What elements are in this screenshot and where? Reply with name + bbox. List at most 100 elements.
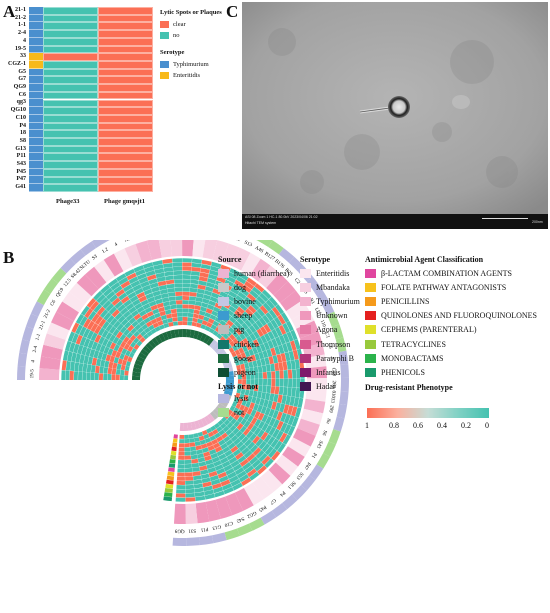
heatmap-cell (230, 302, 239, 310)
heatmap-cell (260, 335, 268, 344)
heatmap-cell (124, 365, 130, 371)
source-label: dog (234, 282, 246, 292)
heatmap-cell (233, 355, 239, 362)
heatmap-cell (133, 330, 140, 338)
heatmap-cell (114, 300, 124, 309)
heatmap-cell (252, 435, 261, 445)
heatmap-cell (167, 287, 175, 293)
heatmap-cell (271, 306, 281, 317)
serotype-legend-item: Typhimurium (300, 294, 360, 308)
heatmap-cell (268, 426, 277, 436)
heatmap-cell (267, 378, 272, 386)
heatmap-cell (270, 386, 276, 394)
serotype-ring-segment (94, 259, 115, 283)
ring-strain-label: LD1 (313, 307, 322, 318)
antimicrobial-class-cell (170, 450, 177, 456)
heatmap-cell (256, 328, 264, 337)
heatmap-cell (148, 278, 158, 285)
lysis-ring-segment (60, 258, 76, 274)
heatmap-cell (94, 334, 102, 343)
heatmap-cell (182, 312, 188, 317)
heatmap-cell (219, 319, 227, 327)
heatmap-cell (116, 338, 123, 346)
heatmap-cell (96, 293, 106, 304)
heatmap-cell (249, 341, 256, 349)
source-ring-segment (225, 379, 235, 384)
heatmap-cell (295, 387, 301, 398)
serotype-ring-segment (158, 240, 172, 258)
colorbar-tick: 0 (485, 421, 489, 430)
heatmap-cell (124, 321, 132, 329)
source-legend-item: pig (218, 323, 300, 337)
source-ring-segment (190, 421, 197, 431)
lysis-ring-segment (306, 276, 321, 293)
heatmap-cell (250, 425, 258, 433)
heatmap-cell (272, 355, 279, 364)
row-label: G7 (18, 76, 26, 83)
heatmap-cell (275, 336, 282, 346)
serotype-ring-segment (103, 253, 124, 277)
heatmap-cell (185, 476, 194, 481)
heatmap-cell-phage-gmqsjt1 (98, 91, 153, 100)
heatmap-cell (204, 290, 213, 297)
ring-strain-label: B2S (283, 268, 293, 278)
heatmap-cell (268, 296, 279, 307)
antimicrobial-label: CEPHEMS (PARENTERAL) (381, 325, 477, 335)
heatmap-cell (148, 324, 155, 331)
heatmap-cell (229, 316, 237, 324)
source-label: chicken (234, 339, 259, 349)
row-label: CGZ-1 (8, 60, 26, 67)
enteritidis-swatch (160, 72, 169, 79)
heatmap-cell (208, 327, 215, 334)
serotype-label: Typhimurium (316, 296, 360, 306)
source-label: bovine (234, 296, 256, 306)
serotype-swatch (300, 268, 311, 278)
heatmap-cell (119, 333, 127, 341)
heatmap-cell (175, 295, 183, 301)
serotype-swatch (300, 353, 311, 363)
heatmap-cell (109, 342, 117, 350)
legend-typhimurium: Typhimurium (160, 59, 238, 70)
heatmap-cell (242, 330, 250, 338)
heatmap-cell (191, 321, 197, 327)
heatmap-cell (159, 310, 166, 317)
heatmap-cell-phage-gmqsjt1 (98, 153, 153, 162)
heatmap-cell (233, 438, 241, 446)
heatmap-cell (133, 265, 144, 273)
heatmap-cell (287, 425, 296, 437)
heatmap-cell (222, 333, 229, 340)
heatmap-cell (93, 290, 103, 301)
heatmap-cell (109, 334, 116, 343)
heatmap-cell (102, 321, 110, 330)
heatmap-cell (239, 340, 246, 348)
heatmap-cell (250, 379, 255, 385)
heatmap-cell (261, 455, 271, 465)
heatmap-cell (233, 407, 239, 414)
heatmap-cell (115, 351, 122, 359)
heatmap-cell (252, 390, 258, 398)
heatmap-cell (246, 356, 253, 363)
heatmap-cell (111, 297, 121, 306)
panel-b-letter: B (3, 248, 15, 267)
antimicrobial-class-cell (170, 454, 176, 460)
heatmap-cell (123, 329, 130, 337)
heatmap-cell (287, 387, 292, 397)
heatmap-cell (257, 465, 267, 475)
heatmap-cell (207, 278, 217, 285)
heatmap-cell (176, 476, 185, 481)
heatmap-cell (174, 283, 183, 288)
column-label-phage-gmqsjt1: Phage gmqsjt1 (104, 198, 145, 205)
heatmap-cell-phage-gmqsjt1 (98, 22, 153, 31)
heatmap-cell (188, 308, 195, 314)
heatmap-cell (121, 359, 127, 366)
heatmap-cell (142, 303, 151, 310)
heatmap-cell (134, 288, 144, 296)
lysis-ring-segment (321, 299, 335, 315)
heatmap-cell (236, 388, 242, 394)
heatmap-cell (245, 368, 250, 374)
colorbar-tick: 0.6 (413, 421, 423, 430)
heatmap-cell (133, 313, 142, 321)
heatmap-cell (130, 280, 141, 288)
heatmap-cell (136, 291, 146, 299)
